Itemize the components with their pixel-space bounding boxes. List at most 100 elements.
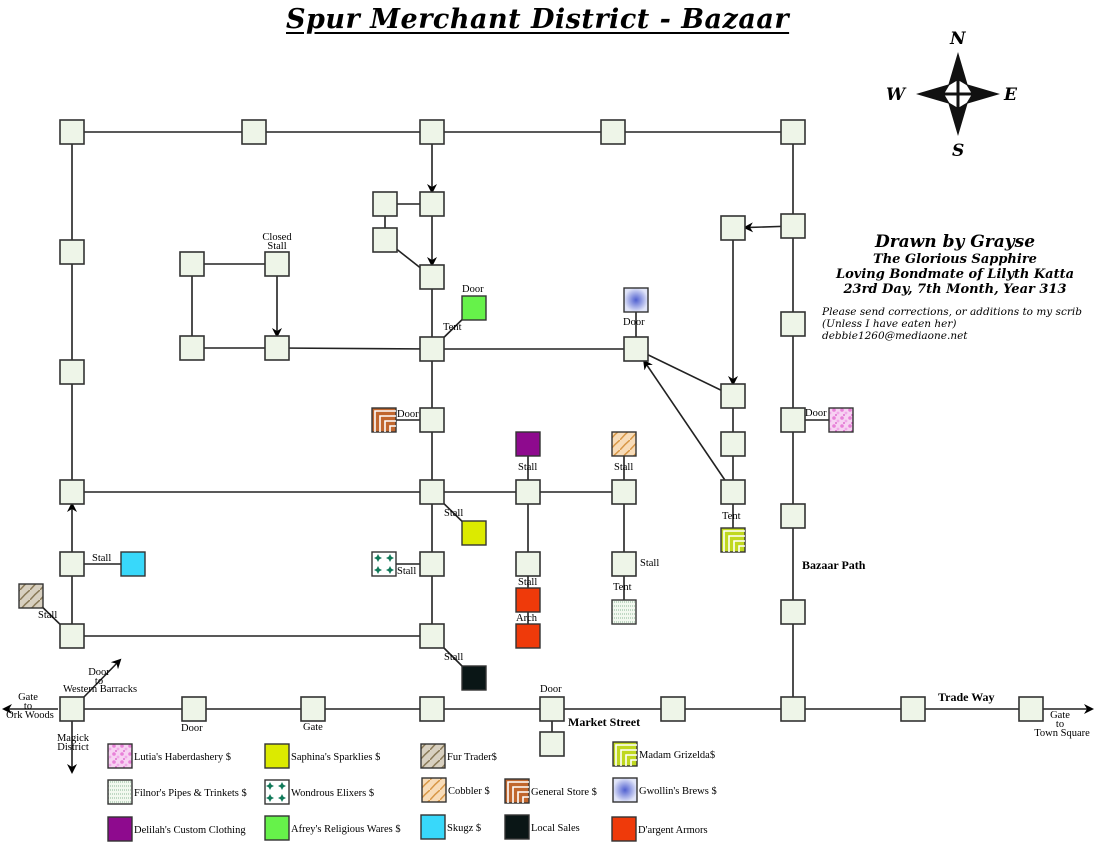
compass-east: E: [1003, 85, 1018, 105]
map-node[interactable]: [900, 696, 926, 722]
label-stall: Stall: [614, 462, 633, 473]
map-node[interactable]: [264, 251, 290, 277]
shop-dargent[interactable]: [515, 587, 541, 613]
path-segment: [276, 347, 433, 350]
map-node[interactable]: [300, 696, 326, 722]
compass-west: W: [886, 85, 907, 105]
street-market-street: Market Street: [568, 715, 640, 729]
map-node[interactable]: [59, 119, 85, 145]
map-node[interactable]: [780, 213, 806, 239]
email-link[interactable]: debbie1260@mediaone.net: [822, 330, 968, 342]
shop-gwollin[interactable]: [623, 287, 649, 313]
label-tent: Tent: [722, 511, 741, 522]
map-node[interactable]: [419, 407, 445, 433]
label-stall: Stall: [640, 558, 659, 569]
legend-swatch-dargent: [611, 816, 637, 842]
corrections-note: Please send corrections, or additions to…: [822, 306, 1082, 342]
map-node[interactable]: [780, 119, 806, 145]
map-node[interactable]: [600, 119, 626, 145]
shop-wondrous[interactable]: [371, 551, 397, 577]
legend-swatch-wondrous: [264, 779, 290, 805]
map-node[interactable]: [179, 335, 205, 361]
shop-grizelda[interactable]: [720, 527, 746, 553]
legend-swatch-filnor: [107, 779, 133, 805]
shop-lutia[interactable]: [828, 407, 854, 433]
shop-delilah[interactable]: [515, 431, 541, 457]
shop-cobbler[interactable]: [611, 431, 637, 457]
shop-saphina[interactable]: [461, 520, 487, 546]
svg-text:Stall: Stall: [267, 241, 286, 252]
shop-skugz[interactable]: [120, 551, 146, 577]
map-node[interactable]: [780, 407, 806, 433]
exit-town-square[interactable]: Gate to Town Square: [1034, 710, 1090, 739]
map-node[interactable]: [59, 479, 85, 505]
map-node[interactable]: [264, 335, 290, 361]
credit-author: Drawn by Grayse: [874, 232, 1036, 252]
svg-text:Magick: Magick: [57, 733, 90, 744]
map-node[interactable]: [59, 239, 85, 265]
legend-label: Lutia's Haberdashery $: [134, 752, 231, 763]
svg-text:to: to: [95, 676, 103, 687]
map-node[interactable]: [181, 696, 207, 722]
map-node[interactable]: [720, 383, 746, 409]
map-node[interactable]: [539, 731, 565, 757]
legend-label: Skugz $: [447, 823, 481, 834]
map-node[interactable]: [720, 431, 746, 457]
map-node[interactable]: [780, 311, 806, 337]
map-node[interactable]: [419, 264, 445, 290]
map-node[interactable]: [780, 599, 806, 625]
map-node[interactable]: [623, 336, 649, 362]
paths-layer: [2, 131, 1094, 774]
legend-swatch-general: [504, 778, 530, 804]
map-node[interactable]: [611, 551, 637, 577]
map-node[interactable]: [515, 551, 541, 577]
legend-label: Gwollin's Brews $: [639, 786, 717, 797]
label-stall: Stall: [397, 566, 416, 577]
map-node[interactable]: [780, 696, 806, 722]
exit-magick-district[interactable]: Magick District: [57, 733, 90, 753]
map-node[interactable]: [419, 623, 445, 649]
map-node[interactable]: [539, 696, 565, 722]
note-line: Please send corrections, or additions to…: [822, 306, 1082, 318]
map-node[interactable]: [1018, 696, 1044, 722]
legend-swatch-afrey: [264, 815, 290, 841]
map-node[interactable]: [59, 696, 85, 722]
map-node[interactable]: [59, 359, 85, 385]
map-node[interactable]: [419, 336, 445, 362]
map-node[interactable]: [419, 191, 445, 217]
legend-label: D'argent Armors: [638, 825, 708, 836]
map-node[interactable]: [419, 479, 445, 505]
map-node[interactable]: [372, 191, 398, 217]
map-node[interactable]: [419, 119, 445, 145]
shop-general[interactable]: [371, 407, 397, 433]
street-trade-way: Trade Way: [938, 690, 995, 704]
map-node[interactable]: [372, 227, 398, 253]
map-node[interactable]: [419, 551, 445, 577]
map-node[interactable]: [515, 479, 541, 505]
legend-swatch-skugz: [420, 814, 446, 840]
map-node[interactable]: [720, 479, 746, 505]
shop-local[interactable]: [461, 665, 487, 691]
exit-western-barracks[interactable]: Door to Western Barracks: [63, 667, 137, 695]
map-node[interactable]: [720, 215, 746, 241]
map-node[interactable]: [241, 119, 267, 145]
shop-fur[interactable]: [18, 583, 44, 609]
exit-ork-woods[interactable]: Gate to Ork Woods: [6, 692, 54, 721]
legend-label: Madam Grizelda$: [639, 750, 715, 761]
compass-south: S: [952, 141, 964, 161]
svg-text:Western Barracks: Western Barracks: [63, 684, 137, 695]
map-node[interactable]: [419, 696, 445, 722]
map-node[interactable]: [660, 696, 686, 722]
map-node[interactable]: [59, 623, 85, 649]
svg-text:Gate: Gate: [18, 692, 38, 703]
shop-filnor[interactable]: [611, 599, 637, 625]
legend-swatch-lutia: [107, 743, 133, 769]
label-stall: Stall: [444, 652, 463, 663]
label-tent: Tent: [613, 582, 632, 593]
map-node[interactable]: [179, 251, 205, 277]
shop-dargent[interactable]: [515, 623, 541, 649]
map-node[interactable]: [59, 551, 85, 577]
shop-afrey[interactable]: [461, 295, 487, 321]
map-node[interactable]: [780, 503, 806, 529]
map-node[interactable]: [611, 479, 637, 505]
